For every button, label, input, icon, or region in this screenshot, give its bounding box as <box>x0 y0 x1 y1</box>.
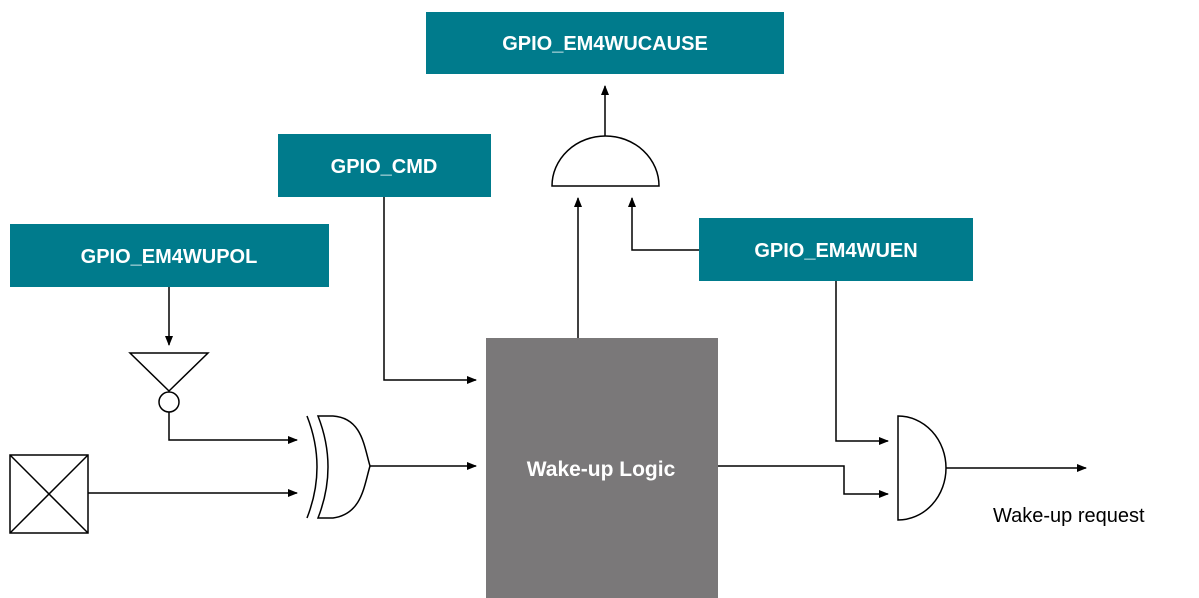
wire-cmd-to-logic <box>383 197 477 384</box>
register-em4wupol-label: GPIO_EM4WUPOL <box>81 246 258 268</box>
register-em4wupol: GPIO_EM4WUPOL <box>10 224 329 287</box>
pin-icon <box>9 454 89 534</box>
register-em4wucause-label: GPIO_EM4WUCAUSE <box>502 33 708 55</box>
register-cmd-label: GPIO_CMD <box>331 156 438 178</box>
and-gate-cause <box>551 135 660 187</box>
register-em4wuen-label: GPIO_EM4WUEN <box>754 240 917 262</box>
register-em4wucause: GPIO_EM4WUCAUSE <box>426 12 784 74</box>
wire-wuen-to-and-bottom <box>835 281 889 445</box>
register-cmd: GPIO_CMD <box>278 134 491 197</box>
inverter <box>128 352 210 393</box>
inverter-bubble <box>158 391 180 413</box>
wire-logic-to-and-bottom <box>718 465 889 498</box>
wire-inverter-to-xor <box>168 412 298 444</box>
wakeup-logic-block: Wake-up Logic <box>486 338 718 598</box>
and-gate-output <box>897 415 947 521</box>
wakeup-logic-label: Wake-up Logic <box>527 458 676 481</box>
output-label: Wake-up request <box>993 505 1145 527</box>
register-em4wuen: GPIO_EM4WUEN <box>699 218 973 281</box>
xor-gate <box>306 415 371 519</box>
wire-wuen-to-and-top <box>628 197 699 251</box>
